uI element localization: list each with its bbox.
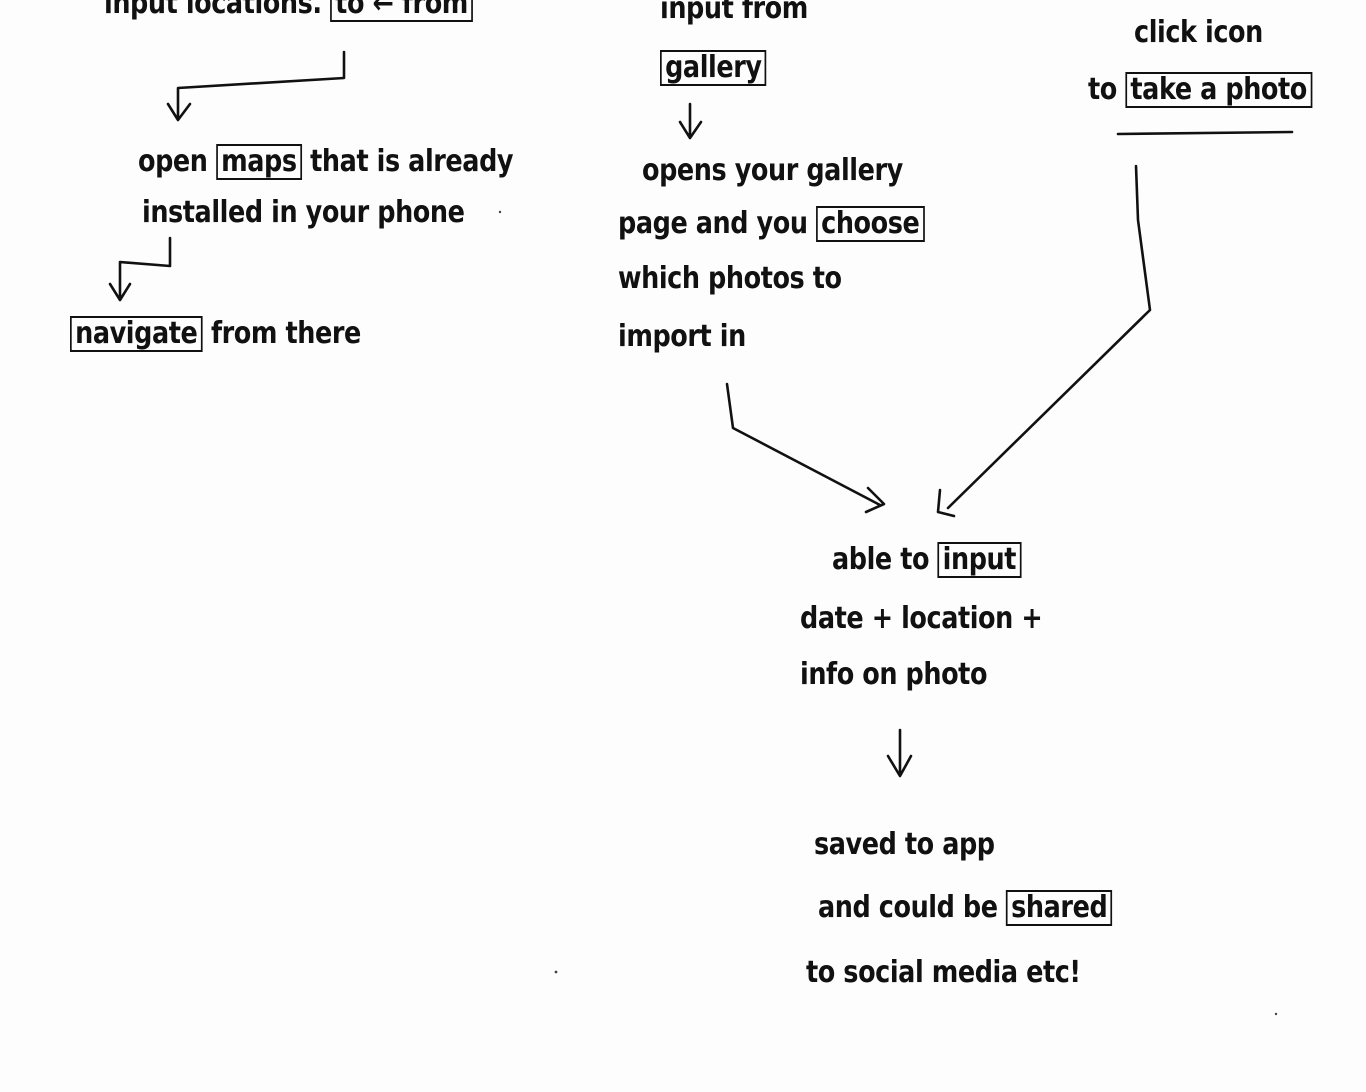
- take-photo-underline: [1116, 130, 1294, 136]
- input-box: input: [937, 542, 1022, 578]
- arrow-import-to-input: [725, 382, 886, 514]
- open-maps-line: open maps that is already: [138, 144, 514, 180]
- take-photo-line: to take a photo: [1088, 72, 1312, 108]
- installed-text: installed in your phone: [142, 195, 465, 230]
- open-maps-suffix: that is already: [310, 144, 514, 179]
- take-a-photo-box: take a photo: [1125, 72, 1312, 108]
- left-top-partial: input locations. to ← from: [104, 0, 474, 22]
- social-media-line: to social media etc!: [806, 958, 1081, 988]
- choose-box: choose: [816, 206, 925, 242]
- maps-box: maps: [215, 144, 302, 180]
- gallery-box: gallery: [660, 50, 767, 86]
- opens-gallery-line4: import in: [618, 322, 746, 352]
- arrow-to-opens-gallery: [678, 102, 703, 140]
- input-from-text: input from: [660, 0, 808, 26]
- middle-top-partial: input from: [660, 0, 808, 24]
- could-be-text: and could be: [818, 890, 998, 925]
- arrow-photo-to-input: [936, 164, 1152, 518]
- arrow-to-saved: [886, 728, 913, 778]
- navigate-box: navigate: [70, 316, 203, 352]
- date-location-line: date + location +: [800, 601, 1043, 636]
- open-maps-prefix: open: [138, 144, 208, 179]
- shared-box: shared: [1006, 890, 1113, 926]
- opens-gallery-line1: opens your gallery: [642, 156, 903, 186]
- left-top-text: input locations.: [104, 0, 322, 21]
- saved-to-app-text: saved to app: [814, 827, 995, 862]
- page-and-you-text: page and you: [618, 206, 808, 241]
- click-icon-text: click icon: [1134, 15, 1263, 50]
- click-icon-line: click icon: [1134, 18, 1263, 48]
- date-location-text: date + location +: [800, 601, 1043, 636]
- social-media-text: to social media etc!: [806, 955, 1081, 990]
- info-on-photo-text: info on photo: [800, 657, 988, 692]
- saved-to-app-line: saved to app: [814, 830, 995, 860]
- able-to-text: able to: [832, 542, 930, 577]
- arrow-to-open-maps: [166, 50, 346, 122]
- opens-gallery-line3: which photos to: [618, 264, 842, 294]
- to-text: to: [1088, 72, 1117, 107]
- installed-line: installed in your phone: [142, 198, 465, 228]
- navigate-line: navigate from there: [70, 316, 361, 352]
- stray-dot: [1274, 1012, 1278, 1016]
- stray-dot: [554, 970, 558, 974]
- arrow-to-navigate: [108, 236, 172, 302]
- opens-gallery-line2: page and you choose: [618, 206, 925, 242]
- able-to-input-line: able to input: [832, 542, 1022, 578]
- import-in-text: import in: [618, 319, 746, 354]
- info-on-photo-line: info on photo: [800, 660, 987, 690]
- opens-gallery-text: opens your gallery: [642, 153, 903, 188]
- could-be-shared-line: and could be shared: [818, 890, 1113, 926]
- to-from-box: to ← from: [330, 0, 474, 22]
- navigate-suffix: from there: [210, 316, 361, 351]
- gallery-line: gallery: [660, 50, 767, 86]
- which-photos-text: which photos to: [618, 261, 842, 296]
- stray-dot: [498, 210, 502, 214]
